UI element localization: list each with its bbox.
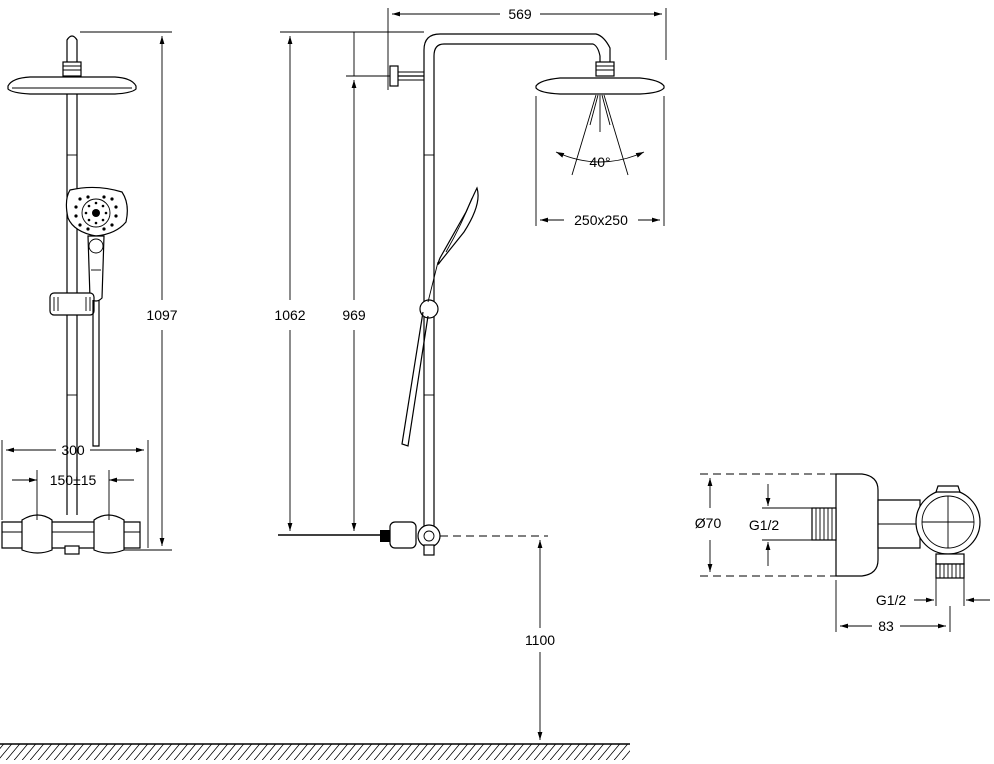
outlet-thread (935, 553, 965, 579)
head-connector (62, 61, 82, 77)
dim-label-angle: 40° (589, 154, 610, 170)
dim-969: 969 (342, 32, 390, 531)
wall-bracket (389, 65, 399, 87)
dim-label-83: 83 (878, 618, 894, 634)
dim-250x250: 250x250 (535, 96, 665, 228)
dim-300: 300 (1, 440, 149, 548)
side-view: 40° (278, 33, 665, 556)
detail-view (811, 473, 981, 579)
shower-hose (92, 300, 100, 447)
floor-hatch (0, 744, 630, 760)
slide-holder (49, 292, 95, 316)
dim-label-head-size: 250x250 (574, 212, 628, 228)
hand-shower (65, 186, 128, 302)
wall-escutcheon (835, 473, 879, 577)
side-hand-shower (437, 186, 479, 265)
side-slider (419, 299, 439, 319)
inlet-thread (811, 507, 837, 541)
dim-g12-inlet: G1/2 (749, 484, 812, 566)
thermostat-mixer (1, 514, 141, 555)
dim-1097: 1097 (80, 31, 178, 551)
dim-label-g12-outlet: G1/2 (876, 592, 907, 608)
dim-label-diameter: Ø70 (695, 515, 722, 531)
dim-1100: 1100 (525, 540, 555, 740)
dim-label-1097: 1097 (146, 307, 177, 323)
dim-diameter: Ø70 (695, 473, 836, 577)
shower-arm-inner (433, 43, 601, 535)
dim-1062: 1062 (274, 31, 424, 531)
side-valve (380, 521, 441, 556)
front-view (1, 35, 141, 555)
riser-top (66, 35, 78, 68)
angle-arc (555, 151, 645, 163)
head-joint (595, 61, 615, 77)
side-rain-head (535, 77, 665, 95)
dim-label-969: 969 (342, 307, 366, 323)
side-hose (401, 311, 429, 447)
shower-arm-outer (423, 33, 611, 535)
dim-label-150: 150±15 (50, 472, 97, 488)
dim-label-g12-inlet: G1/2 (749, 517, 780, 533)
dim-label-1100: 1100 (525, 632, 555, 648)
dim-83: 83 (835, 580, 951, 634)
dim-label-569: 569 (508, 6, 532, 22)
dim-150: 150±15 (12, 470, 134, 520)
dim-label-300: 300 (61, 442, 85, 458)
dim-label-1062: 1062 (274, 307, 305, 323)
dim-g12-outlet: G1/2 (876, 578, 990, 608)
rain-shower-head (7, 76, 137, 95)
